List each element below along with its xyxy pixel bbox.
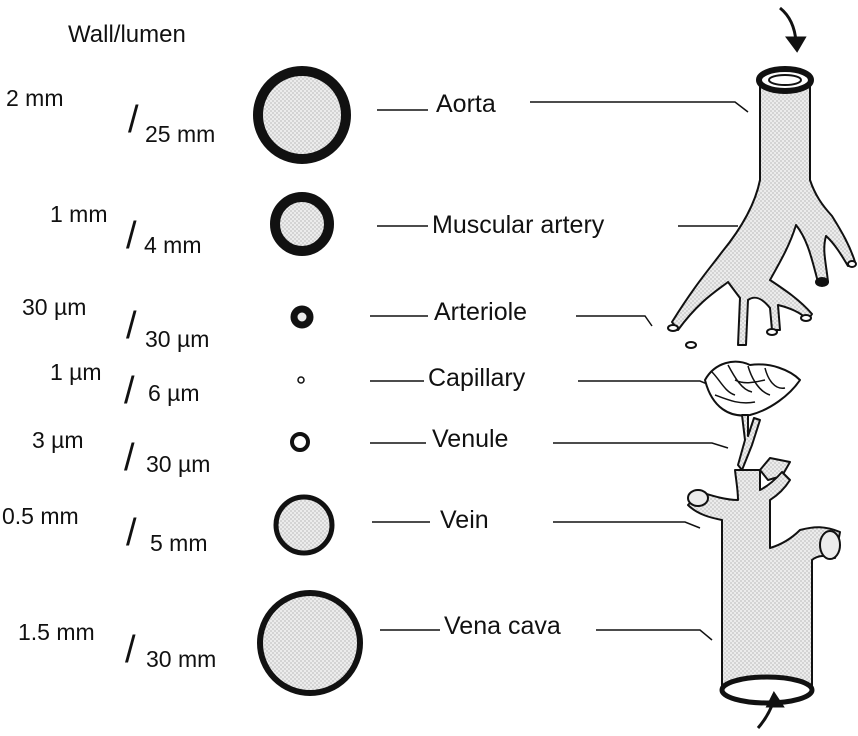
lumen-value: 25 mm (145, 121, 215, 147)
ratio-arteriole: 30 µm / 30 µm (22, 294, 209, 352)
inflow-arrow-icon (780, 8, 804, 50)
label-arteriole: Arteriole (434, 298, 527, 326)
slash-symbol: / (125, 629, 136, 671)
label-aorta: Aorta (436, 90, 496, 118)
ratio-capillary: 1 µm / 6 µm (50, 359, 200, 412)
slash-symbol: / (126, 512, 137, 554)
slash-symbol: / (126, 305, 137, 347)
slash-symbol: / (124, 437, 135, 479)
muscular-artery-cross-section (275, 197, 329, 251)
ratio-vena-cava: 1.5 mm / 30 mm (18, 619, 216, 672)
label-muscular-artery: Muscular artery (432, 211, 605, 239)
slash-symbol: / (124, 370, 135, 412)
slash-symbol: / (128, 99, 139, 141)
aorta-cross-section (258, 71, 346, 159)
header-wall-lumen: Wall/lumen (68, 21, 186, 48)
ratio-venule: 3 µm / 30 µm (32, 427, 210, 479)
wall-value: 1 mm (50, 201, 108, 227)
lumen-value: 5 mm (150, 530, 208, 556)
wall-value: 1.5 mm (18, 619, 95, 645)
vascular-tree-illustration (668, 69, 856, 703)
ratio-muscular-artery: 1 mm / 4 mm (50, 201, 202, 258)
label-vena-cava: Vena cava (444, 612, 561, 640)
slash-symbol: / (126, 215, 137, 257)
arteriole-cross-section (294, 309, 310, 325)
venule-cross-section (292, 434, 308, 450)
label-vein: Vein (440, 506, 489, 534)
lumen-value: 30 mm (146, 646, 216, 672)
ratio-aorta: 2 mm / 25 mm (6, 85, 215, 147)
lumen-value: 30 µm (145, 326, 209, 352)
capillary-cross-section (298, 377, 304, 383)
wall-value: 0.5 mm (2, 503, 79, 529)
ratio-vein: 0.5 mm / 5 mm (2, 503, 208, 556)
wall-value: 30 µm (22, 294, 86, 320)
vena-cava-cross-section (260, 593, 360, 693)
wall-value: 2 mm (6, 85, 64, 111)
wall-value: 1 µm (50, 359, 102, 385)
vein-cross-section (276, 497, 332, 553)
label-capillary: Capillary (428, 364, 526, 392)
lumen-value: 4 mm (144, 232, 202, 258)
lumen-value: 6 µm (148, 380, 200, 406)
wall-value: 3 µm (32, 427, 84, 453)
label-venule: Venule (432, 425, 508, 453)
lumen-value: 30 µm (146, 451, 210, 477)
